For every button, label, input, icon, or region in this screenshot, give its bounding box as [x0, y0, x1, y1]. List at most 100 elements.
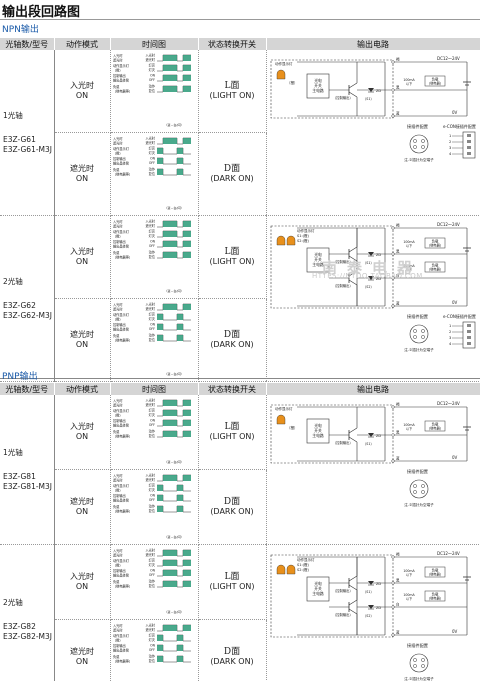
timing-level-label: 入光时: [145, 473, 155, 478]
current-label: 100mA: [403, 593, 415, 597]
column-header: 状态转换开关: [198, 383, 267, 395]
model-number: E3Z-G62-M3J: [3, 310, 53, 320]
timing-row-label: 遮光时: [113, 553, 123, 558]
spacer: [3, 458, 54, 472]
title-divider: [0, 19, 480, 20]
load-label: (继电器): [428, 595, 440, 600]
zero-volt-label: 0V: [452, 110, 458, 115]
timing-level-label: 灯灭: [148, 150, 155, 155]
mode-switch-cell: D面(DARK ON): [198, 298, 267, 382]
circuit-label: （S1）: [363, 96, 374, 101]
timing-row-label: （继电器等）: [113, 172, 132, 177]
connector-title: 接插件配置: [407, 468, 428, 475]
timing-chart: 入光时遮光时入光时遮光时动作显示灯（橙）灯亮灯灭控制输出输出晶体管ONOFF负载…: [113, 548, 191, 614]
circuit-label: （S2）: [363, 284, 374, 289]
mode-switch-cell: D面(DARK ON): [198, 469, 267, 545]
circuit-label: 主电路: [312, 262, 324, 267]
current-label: 100mA: [403, 78, 415, 82]
timing-row-label: 负载: [113, 167, 120, 172]
timing-level-label: ON: [150, 74, 156, 78]
circuit-label: 光电: [314, 423, 322, 428]
timing-level-label: OFF: [148, 648, 154, 652]
operation-mode-text: 遮光时: [70, 647, 94, 656]
indicator-lamp-icon: [286, 235, 295, 245]
timing-level-label: 复位: [148, 508, 155, 513]
load-label: (继电器): [428, 266, 440, 271]
timing-row-label: （继电器等）: [113, 255, 132, 260]
connector-title: 接插件配置: [407, 123, 428, 130]
timing-row-label: 入光时: [113, 398, 123, 403]
connector-title: 接插件配置: [407, 642, 428, 649]
circuit-label: 动作显示灯: [275, 406, 293, 411]
model-number: E3Z-G82-M3J: [3, 631, 53, 641]
timing-row-label: （继电器等）: [113, 509, 132, 514]
operation-mode-text: ON: [75, 340, 89, 349]
timing-row-label: 控制输出: [113, 73, 126, 78]
circuit-label: 动作显示灯: [297, 228, 315, 233]
timing-footnote: （蓝－白/间）: [164, 534, 183, 539]
wire-color-label: 蓝: [396, 629, 400, 634]
timing-row-label: （橙）: [113, 234, 123, 239]
timing-level-label: 复位: [148, 171, 155, 176]
timing-level-label: 入光时: [145, 623, 155, 628]
watermark-url: HTTPS://NTDQ.TAOBAO.COM: [312, 272, 423, 280]
wire-color-label: 蓝: [396, 110, 400, 115]
timing-row-label: 负载: [113, 504, 120, 509]
column-header: 光轴数/型号: [0, 38, 55, 50]
circuit-label: （控制输出）: [333, 259, 353, 264]
zero-volt-label: 0V: [452, 300, 458, 305]
timing-level-label: 遮光时: [145, 57, 155, 62]
timing-row-label: 输出晶体管: [113, 78, 129, 83]
mode-switch-name: (DARK ON): [210, 657, 254, 666]
circuit-label: 动作显示灯: [297, 557, 315, 562]
mode-switch-cell: D面(DARK ON): [198, 619, 267, 681]
circuit-label: ZD: [376, 582, 381, 586]
mode-switch-face: L面: [224, 422, 240, 432]
current-label: 以下: [405, 573, 412, 577]
connector-pinout-icon: [409, 134, 428, 153]
pin-number: 2: [449, 330, 451, 334]
wire-color-label: 白: [396, 272, 400, 277]
timing-level-label: ON: [150, 494, 156, 498]
circuit-label: （S1）: [363, 589, 374, 594]
wire-color-label: 褐: [396, 551, 400, 556]
timing-row-label: （继电器等）: [113, 584, 132, 589]
current-label: 100mA: [403, 240, 415, 244]
operation-mode-text: ON: [75, 432, 89, 441]
circuit-label: 主电路: [312, 88, 324, 93]
indicator-lamp-icon: [276, 414, 285, 424]
timing-level-label: OFF: [148, 244, 154, 248]
pin-number: 3: [449, 146, 451, 150]
circuit-label: （S2）: [363, 613, 374, 618]
load-label: 负载: [431, 262, 438, 267]
operation-mode-text: 入光时: [70, 572, 94, 581]
timing-level-label: 灯灭: [148, 487, 155, 492]
timing-level-label: OFF: [148, 327, 154, 331]
model-number: E3Z-G81-M3J: [3, 481, 53, 491]
mode-switch-cell: L面(LIGHT ON): [198, 50, 267, 133]
timing-row-label: 输出晶体管: [113, 244, 129, 249]
model-number: E3Z-G61-M3J: [3, 144, 53, 154]
model-number: E3Z-G81: [3, 471, 36, 481]
timing-level-label: 灯亮: [148, 63, 154, 68]
load-label: 负载: [431, 591, 438, 596]
current-label: 以下: [405, 268, 412, 272]
indicator-lamp-icon: [276, 69, 285, 79]
timing-level-label: OFF: [148, 78, 154, 82]
operation-mode-text: ON: [75, 257, 89, 266]
spacer: [3, 608, 54, 622]
circuit-label: （控制输出）: [333, 95, 353, 100]
indicator-lamp-icon: [286, 564, 295, 574]
circuit-label: 动作显示灯: [275, 61, 293, 66]
